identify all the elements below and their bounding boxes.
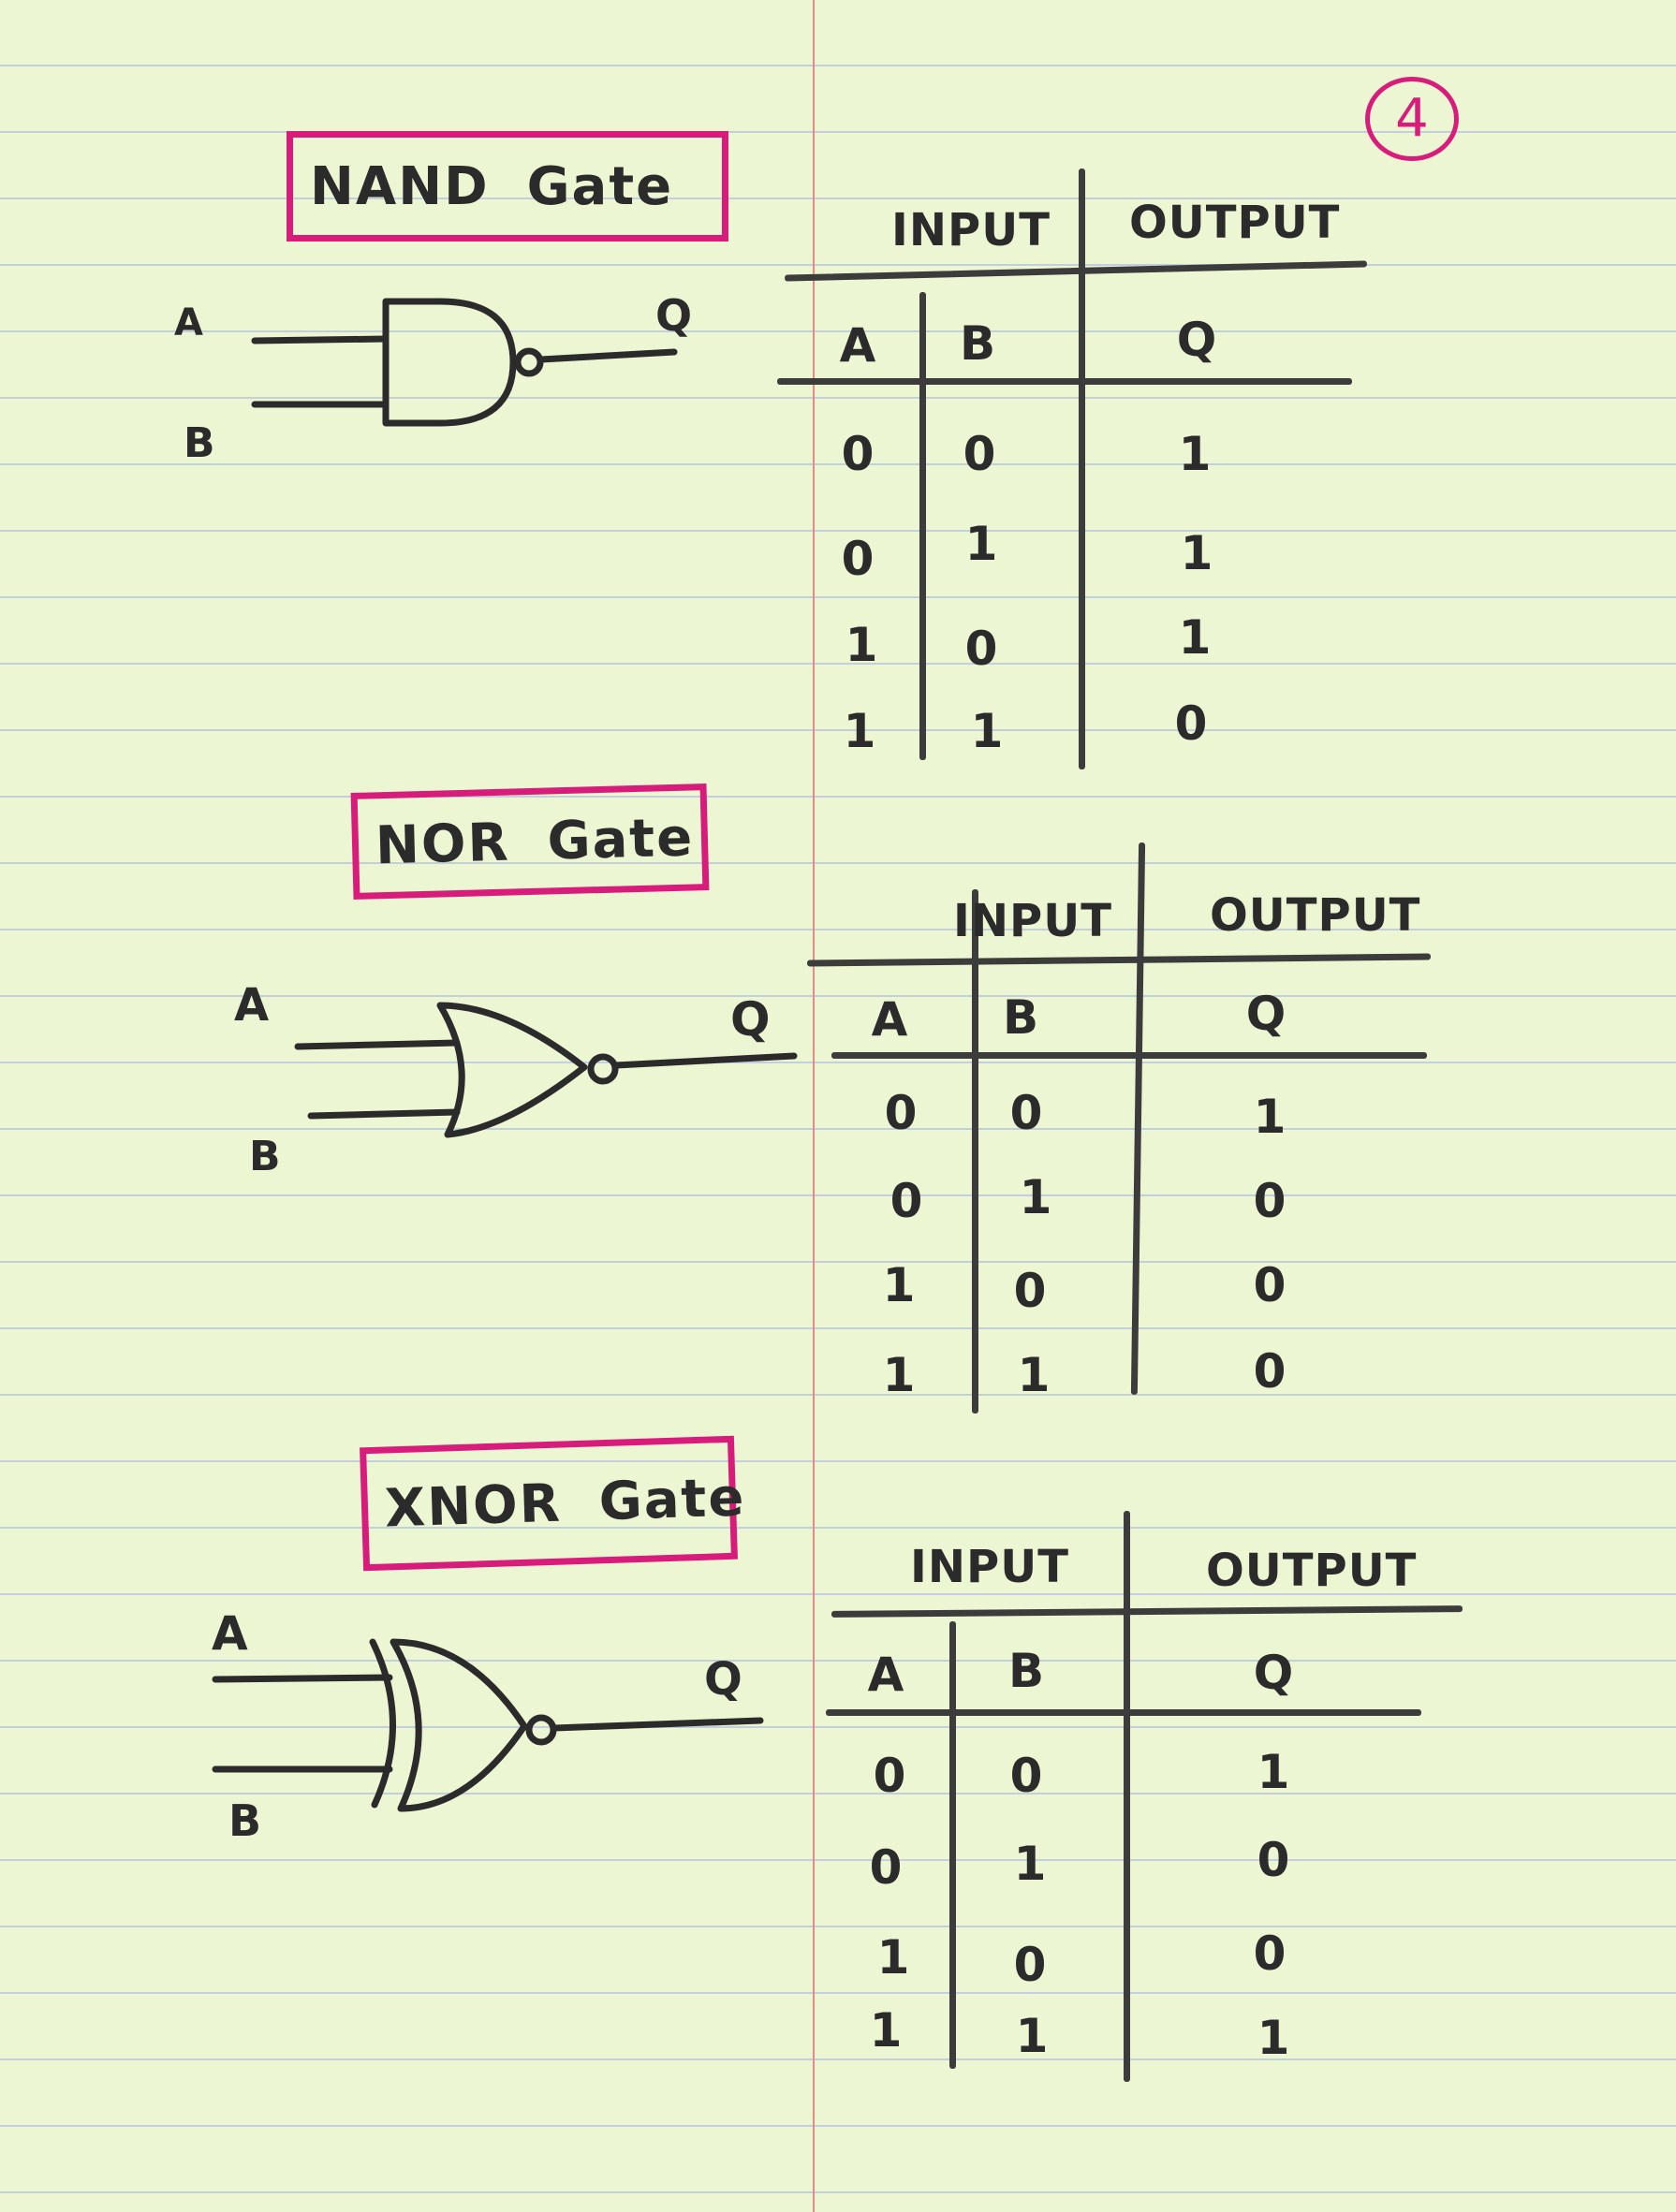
margin-line (813, 0, 815, 2212)
table-cell: 1 (964, 517, 998, 571)
table-cell: 1 (1017, 1348, 1051, 1402)
table-cell: 0 (873, 1749, 906, 1803)
table-cell: 1 (876, 1930, 910, 1985)
nor-table-header-rule (831, 1052, 1427, 1059)
nand-col-a-header: A (839, 318, 876, 373)
xnor-table-io-divider (1124, 1511, 1130, 2082)
table-cell: 0 (1253, 1344, 1286, 1399)
nand-table-io-divider (1079, 168, 1085, 769)
table-cell: 1 (1257, 2011, 1290, 2065)
table-cell: 1 (882, 1258, 916, 1312)
table-cell: 1 (1178, 427, 1212, 481)
table-cell: 1 (1013, 1837, 1047, 1891)
table-cell: 1 (869, 2003, 903, 2058)
nand-input-header: INPUT (891, 204, 1051, 256)
xnor-input-header: INPUT (910, 1541, 1069, 1593)
nand-col-b-header: B (959, 316, 996, 371)
table-cell: 1 (1180, 526, 1213, 580)
nor-input-header: INPUT (953, 895, 1112, 947)
table-cell: 0 (1174, 696, 1208, 751)
table-cell: 0 (884, 1086, 918, 1140)
nand-input-a-label: A (174, 301, 203, 344)
table-cell: 1 (1015, 2009, 1049, 2063)
nor-output-label: Q (730, 992, 771, 1047)
table-cell: 0 (1257, 1833, 1290, 1887)
nand-title-suffix: Gate (526, 155, 674, 217)
table-cell: 0 (869, 1840, 903, 1895)
xnor-col-q-header: Q (1253, 1646, 1294, 1700)
xnor-input-b-label: B (228, 1795, 262, 1846)
table-cell: 1 (1253, 1090, 1286, 1144)
xnor-col-b-header: B (1007, 1644, 1045, 1698)
xnor-output-label: Q (704, 1653, 742, 1706)
nand-output-label: Q (655, 290, 693, 341)
table-cell: 0 (963, 427, 996, 481)
nand-output-header: OUTPUT (1129, 197, 1341, 249)
xnor-col-a-header: A (867, 1648, 904, 1702)
nor-input-b-label: B (249, 1133, 281, 1180)
table-cell: 1 (970, 704, 1004, 758)
nand-table-ab-divider (919, 292, 926, 760)
table-cell: 0 (889, 1174, 923, 1228)
table-cell: 0 (1253, 1258, 1286, 1312)
nor-col-q-header: Q (1245, 987, 1286, 1041)
table-cell: 1 (1178, 610, 1212, 665)
nor-table-ab-divider (972, 889, 978, 1414)
table-cell: 0 (1253, 1926, 1286, 1981)
nor-output-header: OUTPUT (1210, 889, 1421, 942)
table-cell: 0 (841, 427, 875, 481)
nor-col-a-header: A (871, 992, 908, 1047)
table-cell: 1 (843, 704, 876, 758)
nand-title-word: NAND (310, 155, 490, 217)
xnor-input-a-label: A (212, 1606, 248, 1661)
table-cell: 1 (1257, 1745, 1290, 1799)
table-cell: 0 (1013, 1264, 1047, 1318)
xnor-output-header: OUTPUT (1206, 1545, 1418, 1597)
table-cell: 0 (841, 532, 875, 586)
nand-col-q-header: Q (1176, 313, 1217, 367)
xnor-table-ab-divider (949, 1621, 956, 2069)
table-cell: 1 (882, 1348, 916, 1402)
table-cell: 0 (1013, 1938, 1047, 1992)
table-cell: 0 (1009, 1749, 1043, 1803)
nand-input-b-label: B (184, 419, 215, 467)
nand-table-header-rule (777, 378, 1352, 385)
page-number: 4 (1365, 77, 1459, 161)
table-cell: 1 (845, 618, 878, 672)
nor-input-a-label: A (234, 979, 270, 1032)
nand-title-box: NAND Gate (287, 131, 728, 242)
table-cell: 1 (1019, 1170, 1052, 1224)
table-cell: 0 (1253, 1174, 1286, 1228)
nor-col-b-header: B (1002, 990, 1039, 1045)
table-cell: 0 (964, 622, 998, 676)
table-cell: 0 (1009, 1086, 1043, 1140)
